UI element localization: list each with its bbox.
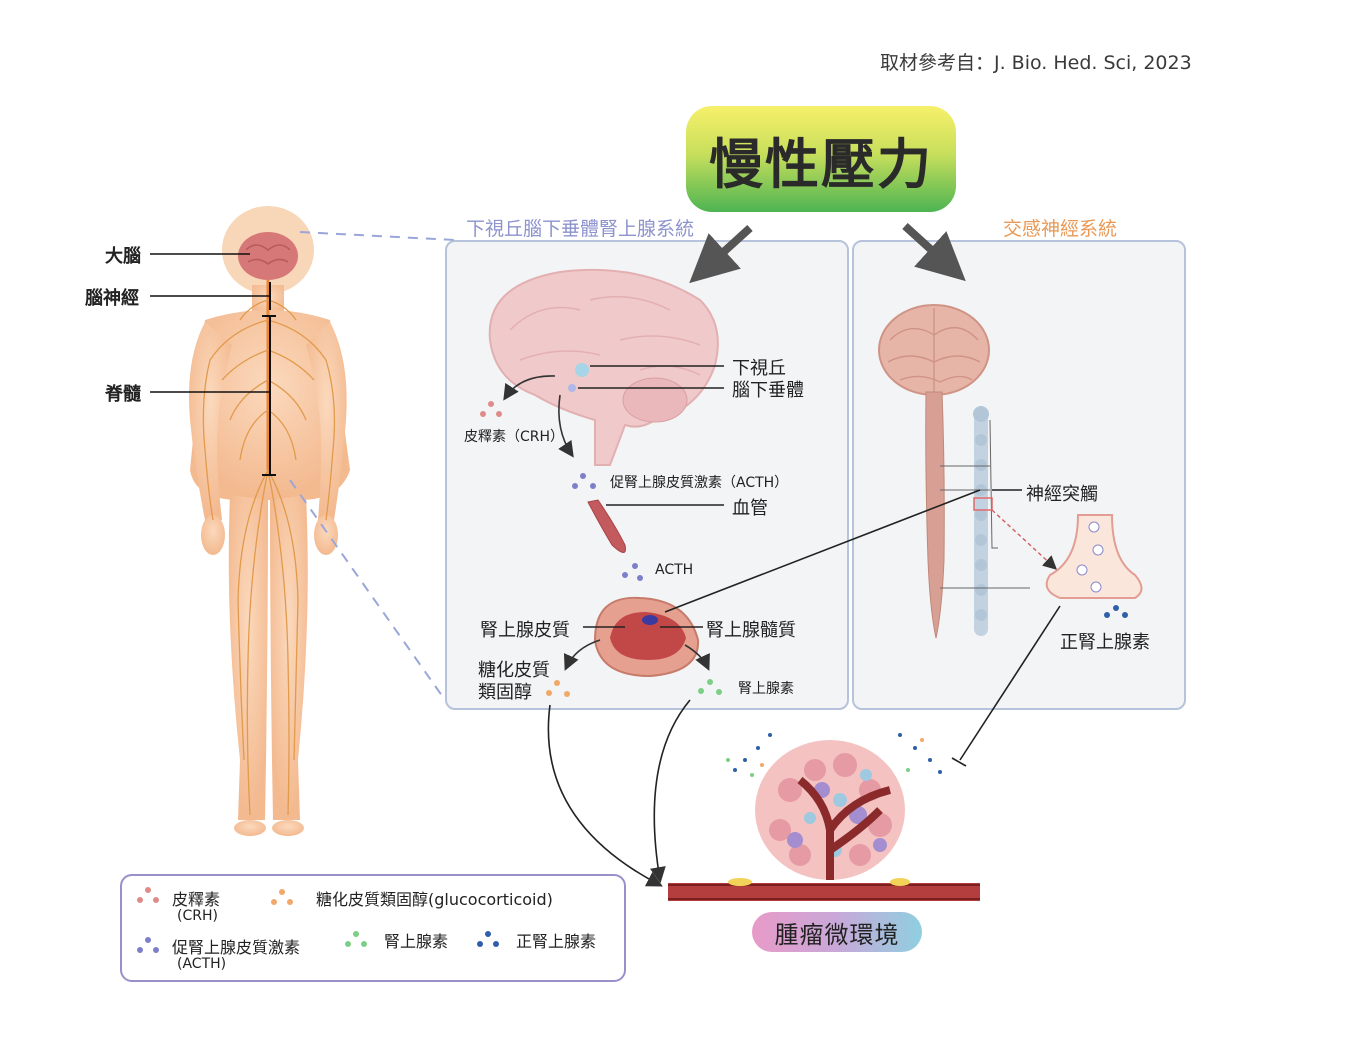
crh-label: 皮釋素（CRH） [464,429,565,445]
legend-crh-label: 皮釋素 [172,890,221,909]
legend: 皮釋素 (CRH) 糖化皮質類固醇(glucocorticoid) 促腎上腺皮質… [120,874,626,982]
blood-vessel-label: 血管 [732,498,768,519]
legend-glucocorticoid-label: 糖化皮質類固醇(glucocorticoid) [316,890,553,909]
legend-glucocorticoid-swatch [271,889,293,905]
human-body-figure [189,206,350,836]
adrenal-cortex-label: 腎上腺皮質 [480,620,570,641]
noradrenaline-label: 正腎上腺素 [1060,632,1150,653]
adrenaline-label: 腎上腺素 [738,681,794,697]
acth-label: ACTH [655,562,694,578]
legend-acth-swatch [137,937,159,953]
tumor-illustration [668,733,980,901]
synapse-illustration [1045,514,1143,599]
legend-adrenaline-swatch [345,931,367,947]
cranial-nerves-label: 腦神經 [85,288,139,309]
legend-swatches [137,887,499,953]
brain-sagittal-illustration [488,268,719,466]
sympathetic-system-title: 交感神經系統 [1003,218,1118,240]
legend-crh-abbrev: (CRH) [177,908,218,924]
brain-spinal-cord-illustration [878,304,1030,639]
adrenal-gland-illustration [593,596,700,678]
legend-noradrenaline-label: 正腎上腺素 [516,932,597,951]
source-citation: 取材參考自：J. Bio. Hed. Sci, 2023 [880,52,1192,74]
tumor-microenvironment-label: 腫瘤微環境 [774,920,900,949]
tumor-microenvironment-badge: 腫瘤微環境 [752,912,922,952]
hpa-axis-title: 下視丘腦下垂體腎上腺系統 [466,218,695,240]
legend-acth-label: 促腎上腺皮質激素 [172,938,301,957]
legend-crh-swatch [137,887,159,903]
acth-full-label: 促腎上腺皮質激素（ACTH） [610,475,789,491]
cerebrum-label: 大腦 [105,246,141,267]
glucocorticoid-label-line1: 糖化皮質 [478,660,550,681]
hypothalamus-label: 下視丘 [732,358,786,379]
spinal-cord-label: 脊髓 [105,384,141,405]
title-banner: 慢性壓力 [686,106,956,212]
legend-adrenaline-label: 腎上腺素 [384,932,449,951]
legend-noradrenaline-swatch [477,931,499,947]
glucocorticoid-label-line2: 類固醇 [478,682,532,703]
legend-acth-abbrev: (ACTH) [177,956,227,972]
adrenal-medulla-label: 腎上腺髓質 [706,620,796,641]
synapse-label: 神經突觸 [1026,484,1098,505]
page-title: 慢性壓力 [709,132,933,196]
pituitary-label: 腦下垂體 [732,380,804,401]
